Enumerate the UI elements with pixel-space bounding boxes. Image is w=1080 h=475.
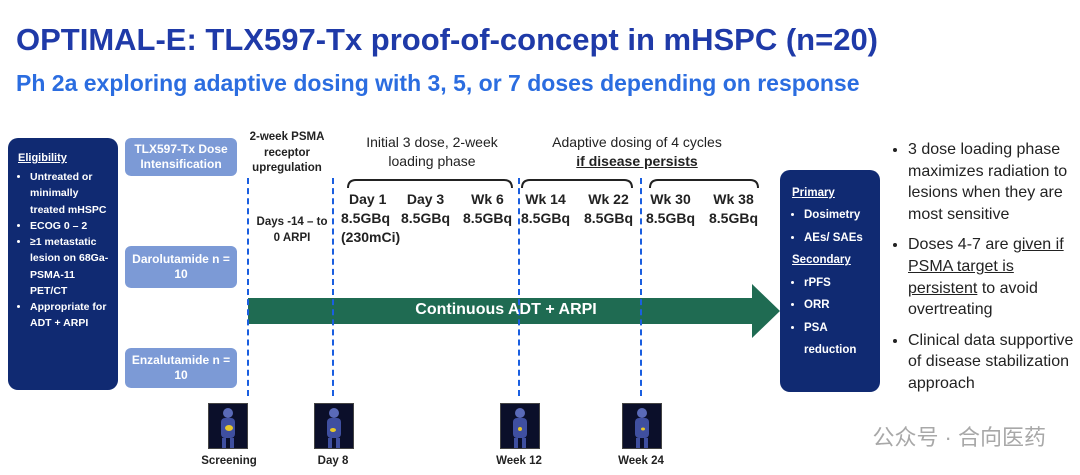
- timepoint-label: Week 24: [618, 455, 664, 467]
- dose-amount: 8.5GBq: [401, 209, 451, 226]
- dose-extra: (230mCi): [341, 228, 401, 245]
- dose-day-label: Day 3: [406, 191, 445, 207]
- secondary-item: rPFS: [804, 272, 874, 294]
- eligibility-item: Untreated or minimally treated mHSPC: [30, 169, 112, 218]
- page-subtitle: Ph 2a exploring adaptive dosing with 3, …: [16, 70, 860, 96]
- page-title: OPTIMAL-E: TLX597-Tx proof-of-concept in…: [16, 22, 879, 57]
- dose-wk38: Wk 38 8.5GBq: [709, 190, 758, 228]
- upregulation-days: Days -14 – to 0 ARPI: [256, 216, 328, 244]
- dose-day-label: Wk 30: [650, 191, 691, 207]
- upregulation-header: 2-week PSMA receptor upregulation: [249, 131, 325, 175]
- key-point: Clinical data supportive of disease stab…: [908, 330, 1078, 395]
- intensification-box: TLX597-Tx Dose Intensification: [125, 138, 237, 176]
- pet-scan-image: [327, 408, 341, 448]
- dose-amount: 8.5GBq: [646, 209, 696, 226]
- key-point-text: to avoid overtreating: [908, 279, 1038, 319]
- enzalutamide-arm-box: Enzalutamide n = 10: [125, 348, 237, 388]
- key-point-text: Doses 4-7 are: [908, 236, 1013, 254]
- dose-day-label: Wk 14: [525, 191, 566, 207]
- dose-wk30: Wk 30 8.5GBq: [646, 190, 695, 228]
- eligibility-heading: Eligibility: [18, 152, 67, 164]
- eligibility-item: ≥1 metastatic lesion on 68Ga-PSMA-11 PET…: [30, 234, 112, 299]
- key-point: 3 dose loading phase maximizes radiation…: [908, 139, 1078, 225]
- adaptive-condition: if disease persists: [576, 152, 698, 169]
- adt-arpi-arrow: [248, 284, 780, 338]
- pet-scan-image: [513, 408, 527, 448]
- pet-scan-image: [635, 408, 649, 448]
- secondary-list: rPFS ORR PSA reduction: [792, 272, 874, 362]
- key-points: 3 dose loading phase maximizes radiation…: [886, 139, 1078, 404]
- arrow-label: Continuous ADT + ARPI: [415, 301, 597, 318]
- eligibility-box: Eligibility Untreated or minimally treat…: [8, 138, 118, 390]
- timepoint-label: Day 8: [317, 455, 349, 467]
- dose-day-label: Wk 22: [588, 191, 629, 207]
- eligibility-item: ECOG 0 – 2: [30, 218, 112, 234]
- dose-amount: 8.5GBq: [341, 209, 391, 226]
- dose-day-label: Day 1: [349, 191, 387, 207]
- eligibility-item: Appropriate for ADT + ARPI: [30, 299, 112, 332]
- pet-scan-image: [622, 403, 662, 449]
- secondary-item: ORR: [804, 294, 874, 316]
- timeline-dash-week24: [640, 178, 642, 396]
- darolutamide-arm-box: Darolutamide n = 10: [125, 246, 237, 288]
- eligibility-list: Untreated or minimally treated mHSPC ECO…: [18, 169, 112, 332]
- timepoint-label: Week 12: [496, 455, 542, 467]
- primary-list: Dosimetry AEs/ SAEs: [792, 204, 874, 249]
- pet-scan-image: [314, 403, 354, 449]
- endpoints-box: Primary Dosimetry AEs/ SAEs Secondary rP…: [780, 170, 880, 392]
- primary-heading: Primary: [792, 187, 835, 199]
- dose-amount: 8.5GBq: [463, 209, 513, 226]
- dose-amount: 8.5GBq: [521, 209, 571, 226]
- timeline-dash-day8: [332, 178, 334, 396]
- dose-amount: 8.5GBq: [709, 209, 759, 226]
- dose-wk22: Wk 22 8.5GBq: [584, 190, 633, 228]
- timeline-dash-screening: [247, 178, 249, 396]
- pet-scan-image: [208, 403, 248, 449]
- key-point-underlined: given if PSMA target is persistent: [908, 236, 1064, 297]
- dose-day-label: Wk 38: [713, 191, 754, 207]
- primary-item: Dosimetry: [804, 204, 874, 226]
- pet-scan-image: [500, 403, 540, 449]
- watermark: 公众号 · 合向医药: [872, 425, 1046, 450]
- adaptive-title: Adaptive dosing of 4 cycles: [552, 134, 722, 150]
- adaptive-phase-header: Adaptive dosing of 4 cycles if disease p…: [522, 133, 752, 171]
- timepoint-label: Screening: [201, 455, 257, 467]
- secondary-item: PSA reduction: [804, 317, 874, 362]
- dose-amount: 8.5GBq: [584, 209, 634, 226]
- dose-day3: Day 3 8.5GBq: [401, 190, 450, 228]
- dose-wk6: Wk 6 8.5GBq: [463, 190, 512, 228]
- key-point: Doses 4-7 are given if PSMA target is pe…: [908, 234, 1078, 320]
- dose-day1: Day 1 8.5GBq (230mCi): [341, 190, 400, 247]
- adaptive-bracket-1: [521, 179, 633, 189]
- pet-scan-image: [221, 408, 235, 448]
- timeline-dash-week12: [518, 178, 520, 396]
- primary-item: AEs/ SAEs: [804, 227, 874, 249]
- loading-bracket: [347, 179, 513, 189]
- adaptive-bracket-2: [649, 179, 759, 189]
- loading-phase-header: Initial 3 dose, 2-week loading phase: [366, 134, 498, 169]
- dose-day-label: Wk 6: [471, 191, 504, 207]
- secondary-heading: Secondary: [792, 254, 851, 267]
- dose-wk14: Wk 14 8.5GBq: [521, 190, 570, 228]
